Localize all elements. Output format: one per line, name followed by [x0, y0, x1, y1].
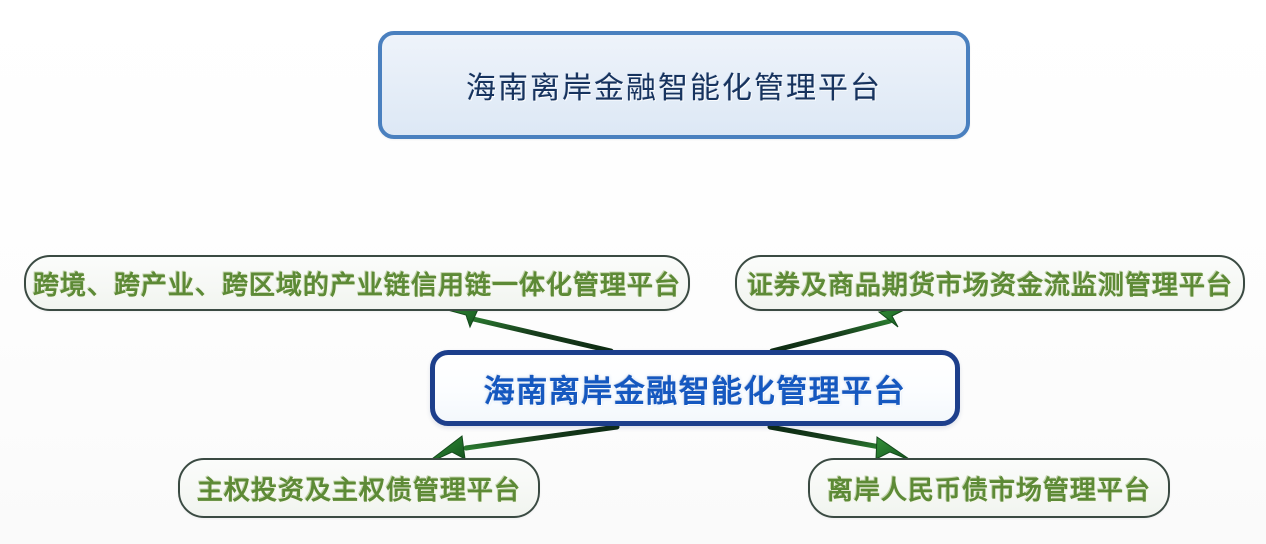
arrow-to-securities-futures	[769, 305, 913, 354]
node-supply-chain: 跨境、跨产业、跨区域的产业链信用链一体化管理平台	[24, 255, 690, 311]
arrow-to-offshore-rmb-bond	[767, 424, 913, 462]
node-securities-futures: 证券及商品期货市场资金流监测管理平台	[735, 255, 1245, 311]
platform-header-label: 海南离岸金融智能化管理平台	[466, 71, 882, 106]
node-sovereign-debt-label: 主权投资及主权债管理平台	[196, 475, 521, 506]
node-offshore-rmb-bond-label: 离岸人民币债市场管理平台	[826, 475, 1151, 506]
node-securities-futures-label: 证券及商品期货市场资金流监测管理平台	[746, 270, 1233, 301]
node-center-platform: 海南离岸金融智能化管理平台	[430, 350, 960, 426]
node-sovereign-debt: 主权投资及主权债管理平台	[178, 458, 540, 518]
platform-header-box: 海南离岸金融智能化管理平台	[378, 31, 970, 139]
node-supply-chain-label: 跨境、跨产业、跨区域的产业链信用链一体化管理平台	[32, 270, 681, 301]
node-offshore-rmb-bond: 离岸人民币债市场管理平台	[808, 458, 1170, 518]
node-center-platform-label: 海南离岸金融智能化管理平台	[483, 373, 907, 410]
arrow-to-supply-chain	[443, 304, 614, 354]
